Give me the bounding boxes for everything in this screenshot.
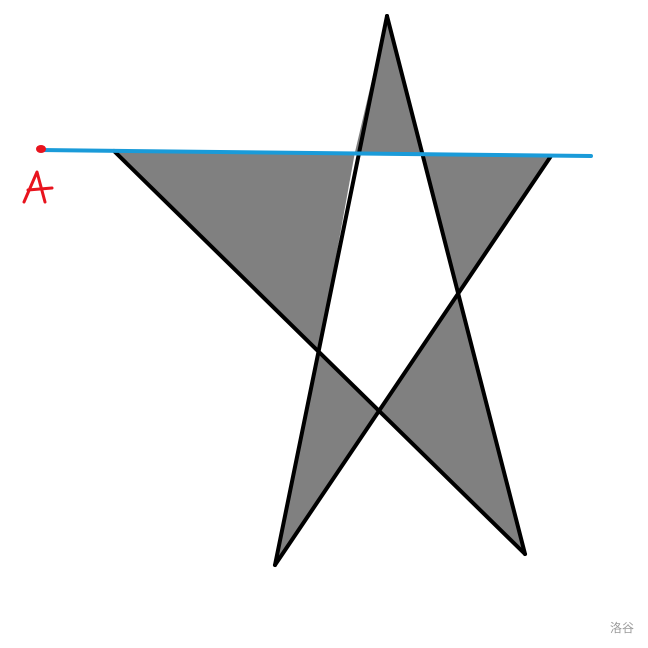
star-edge-top-to-bottom-right: [385, 14, 527, 556]
shaded-left-triangle: [114, 151, 355, 351]
star-edge-right-to-bottom-left: [273, 154, 553, 567]
star-edge-top-to-bottom-left: [273, 14, 389, 567]
blue-line: [38, 148, 593, 158]
shaded-right-triangle: [421, 153, 551, 292]
star-outline: [112, 14, 553, 567]
point-a-dot: [36, 145, 46, 153]
point-a-label: [22, 170, 54, 204]
watermark: 洛谷: [609, 621, 634, 635]
shaded-bottom-right-triangle: [378, 292, 525, 554]
shaded-top-triangle: [355, 16, 421, 153]
shaded-bottom-left-triangle: [275, 351, 378, 565]
star-edge-left-to-bottom-right: [112, 149, 527, 556]
